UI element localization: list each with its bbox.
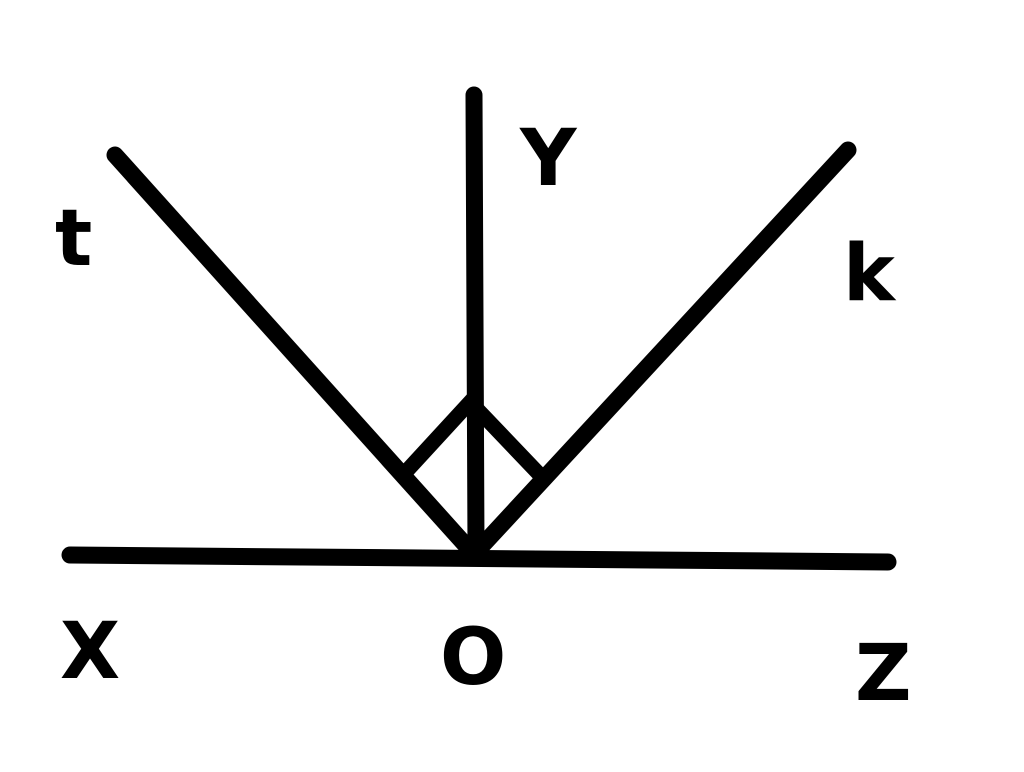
label-y: Y <box>519 114 578 204</box>
ray-ok <box>469 141 857 559</box>
label-k: k <box>843 229 897 319</box>
label-z: Z <box>855 629 912 719</box>
ray-oy <box>465 86 485 557</box>
ray-ot <box>106 146 479 559</box>
right-angle-mark-left <box>392 389 483 486</box>
label-x: X <box>60 607 120 697</box>
label-o: O <box>440 613 506 703</box>
line-xz <box>61 546 897 571</box>
label-t: t <box>55 194 92 284</box>
right-angle-mark-right <box>467 399 551 486</box>
